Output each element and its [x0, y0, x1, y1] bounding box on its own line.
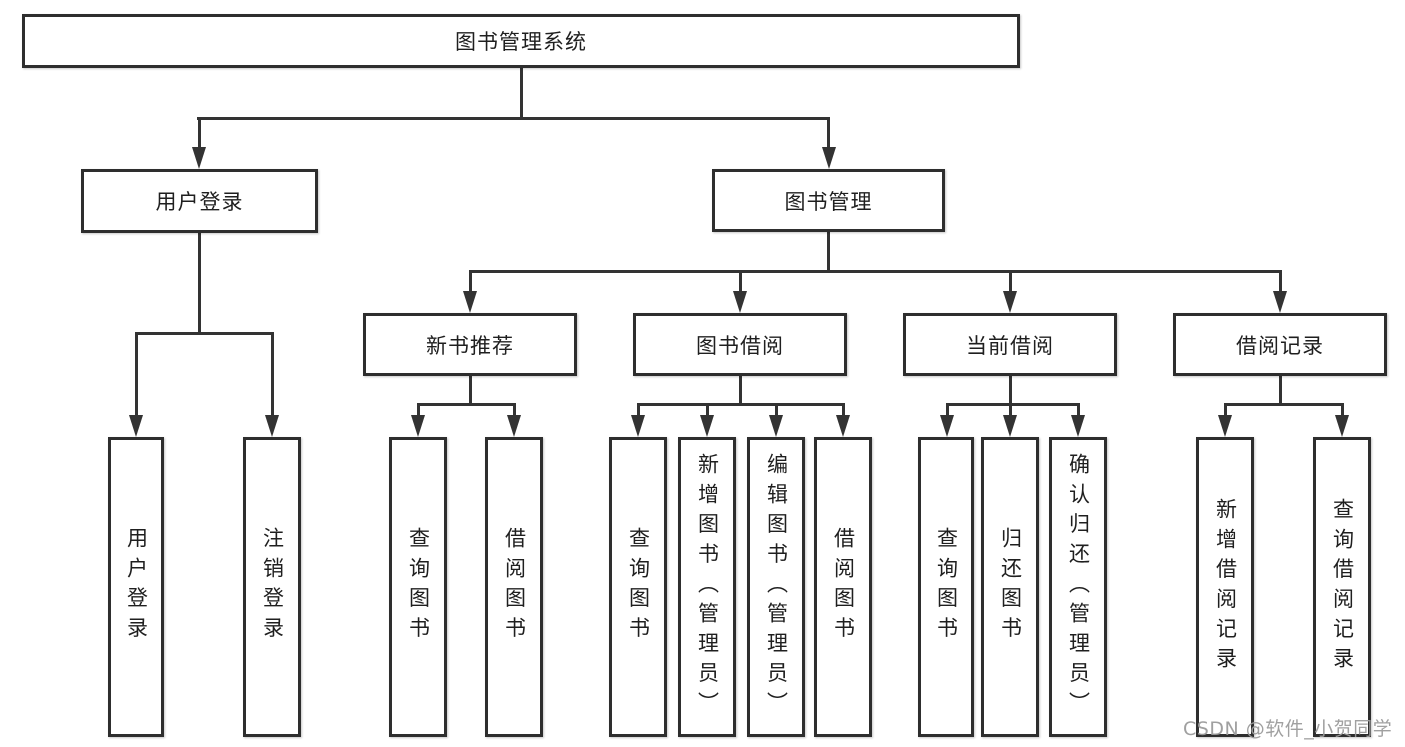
connector-drop [827, 117, 830, 148]
node-new-books: 新书推荐 [363, 313, 577, 376]
node-label: 新书推荐 [426, 333, 514, 358]
node-label: 当前借阅 [966, 333, 1054, 358]
node-label: 图书管理系统 [455, 30, 587, 54]
node-label: 借阅图书 [502, 527, 527, 647]
arrowhead-down-icon [700, 415, 714, 437]
node-v-query-books-3: 查询图书 [918, 437, 974, 737]
connector-drop [774, 403, 778, 416]
connector-bus [416, 403, 516, 406]
arrowhead-down-icon [769, 415, 783, 437]
connector-drop [1223, 403, 1227, 416]
connector-stem [1008, 376, 1012, 406]
connector-stem [519, 68, 523, 120]
arrowhead-down-icon [129, 415, 143, 437]
node-v-query-books-1: 查询图书 [389, 437, 447, 737]
connector-drop [416, 403, 420, 416]
node-v-add-books: 新增图书（管理员） [678, 437, 736, 737]
node-label: 编辑图书（管理员） [764, 452, 789, 722]
connector-stem [198, 233, 201, 335]
node-v-return-books: 归还图书 [981, 437, 1039, 737]
connector-drop [1278, 270, 1282, 292]
arrowhead-down-icon [821, 147, 836, 169]
arrowhead-down-icon [1071, 415, 1085, 437]
arrowhead-down-icon [836, 415, 850, 437]
connector-drop [1340, 403, 1344, 416]
node-label: 查询图书 [626, 527, 651, 647]
node-label: 新增图书（管理员） [695, 452, 720, 722]
arrowhead-down-icon [411, 415, 425, 437]
node-label: 图书借阅 [696, 333, 784, 358]
connector-bus [468, 270, 1282, 273]
node-borrow-history: 借阅记录 [1173, 313, 1387, 376]
connector-bus [1223, 403, 1344, 406]
connector-stem [468, 376, 472, 406]
node-v-query-books-2: 查询图书 [609, 437, 667, 737]
node-v-logout: 注销登录 [243, 437, 301, 737]
arrowhead-down-icon [733, 291, 747, 313]
connector-drop [738, 270, 742, 292]
node-user-login: 用户登录 [81, 169, 318, 233]
arrowhead-down-icon [1003, 291, 1017, 313]
connector-drop [197, 117, 201, 148]
node-label: 借阅记录 [1236, 333, 1324, 358]
node-v-user-login: 用户登录 [108, 437, 164, 737]
arrowhead-down-icon [940, 415, 954, 437]
connector-bus [945, 403, 1080, 406]
arrowhead-down-icon [631, 415, 645, 437]
node-book-mgmt: 图书管理 [712, 169, 945, 232]
node-root: 图书管理系统 [22, 14, 1020, 68]
connector-drop [1008, 270, 1012, 292]
arrowhead-down-icon [1273, 291, 1287, 313]
connector-drop [705, 403, 709, 416]
node-label: 注销登录 [260, 527, 285, 647]
node-v-add-borrow-record: 新增借阅记录 [1196, 437, 1254, 737]
connector-drop [945, 403, 949, 416]
node-label: 归还图书 [998, 527, 1023, 647]
connector-drop [1076, 403, 1080, 416]
node-label: 借阅图书 [831, 527, 856, 647]
node-v-query-borrow-record: 查询借阅记录 [1313, 437, 1371, 737]
connector-stem [827, 232, 830, 273]
node-v-borrow-books-2: 借阅图书 [814, 437, 872, 737]
arrowhead-down-icon [507, 415, 521, 437]
connector-bus [636, 403, 845, 406]
connector-drop [468, 270, 472, 292]
watermark-text: CSDN @软件_小贺同学 [1183, 718, 1393, 740]
connector-drop [270, 332, 274, 416]
arrowhead-down-icon [1335, 415, 1349, 437]
node-v-confirm-return: 确认归还（管理员） [1049, 437, 1107, 737]
connector-bus [134, 332, 274, 335]
connector-stem [738, 376, 742, 406]
node-v-borrow-books-1: 借阅图书 [485, 437, 543, 737]
node-label: 确认归还（管理员） [1066, 452, 1091, 722]
node-label: 查询借阅记录 [1330, 497, 1355, 677]
node-label: 图书管理 [784, 189, 873, 214]
arrowhead-down-icon [1218, 415, 1232, 437]
connector-bus [197, 117, 830, 120]
node-label: 新增借阅记录 [1213, 497, 1238, 677]
connector-drop [134, 332, 138, 416]
node-label: 查询图书 [406, 527, 431, 647]
connector-stem [1278, 376, 1282, 406]
connector-drop [1008, 403, 1012, 416]
arrowhead-down-icon [192, 147, 206, 169]
node-v-edit-books: 编辑图书（管理员） [747, 437, 805, 737]
arrowhead-down-icon [1003, 415, 1017, 437]
node-current-borrow: 当前借阅 [903, 313, 1117, 376]
node-label: 用户登录 [155, 190, 244, 214]
arrowhead-down-icon [265, 415, 279, 437]
arrowhead-down-icon [463, 291, 477, 313]
node-book-borrow: 图书借阅 [633, 313, 847, 376]
node-label: 用户登录 [124, 527, 149, 647]
connector-drop [512, 403, 516, 416]
connector-drop [636, 403, 640, 416]
node-label: 查询图书 [934, 527, 959, 647]
connector-drop [841, 403, 845, 416]
